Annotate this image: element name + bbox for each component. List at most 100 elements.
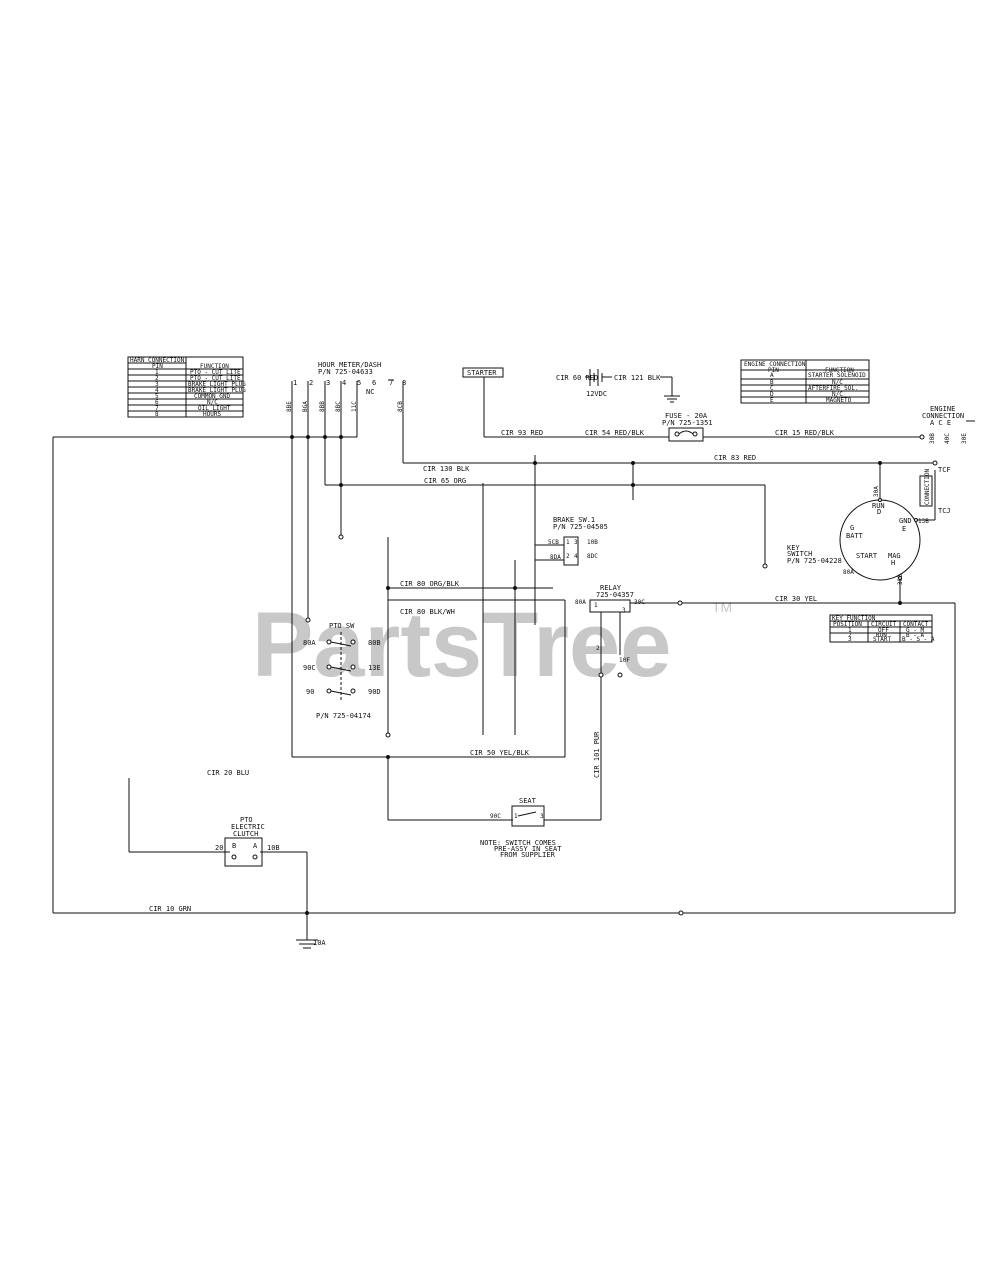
seat-pin: 90C xyxy=(490,813,501,820)
key-table-title: KEY FUNCTION xyxy=(832,615,876,622)
engine-function: N/C xyxy=(832,391,843,398)
engine-connection-table: ENGINE CONNECTION PIN FUNCTION A STARTER… xyxy=(740,359,870,404)
hour-meter-nc: NC xyxy=(366,388,374,396)
engine-function: AFTERFIRE SOL. xyxy=(808,385,859,392)
pto-clutch: PTO ELECTRIC CLUTCH 20 B A 10B xyxy=(215,816,280,867)
circuit-label: CIR 130 BLK xyxy=(423,465,470,473)
key-position: 3 xyxy=(848,636,852,643)
key-switch: KEY SWITCH P/N 725-04228 RUN D GND G BAT… xyxy=(787,486,929,585)
brake-pin: 4 xyxy=(574,553,578,560)
pto-pin: 90 xyxy=(306,688,314,696)
hour-meter-wire-label: 8BC xyxy=(335,401,342,412)
harness-pin: 7 xyxy=(155,405,159,412)
brake-switch: BRAKE SW.1 P/N 725-04505 5CB 1 3 10B 8DA… xyxy=(535,516,608,566)
circuit-label: CIR 30 YEL xyxy=(775,595,817,603)
key-switch-part-number: P/N 725-04228 xyxy=(787,557,842,565)
brake-pin: 2 xyxy=(566,553,570,560)
pto-clutch-label-3: CLUTCH xyxy=(233,830,258,838)
harness-function: N/C xyxy=(207,399,218,406)
harness-table-pin-header: PIN xyxy=(152,363,163,370)
note-line-2: PRE-ASSY IN SEAT xyxy=(494,845,562,853)
hour-meter-pin: 4 xyxy=(342,379,346,387)
key-table-circuit-header: CIRCUIT xyxy=(871,621,897,628)
key-circuit: OFF xyxy=(878,627,889,634)
relay-pin: 1 xyxy=(594,602,598,609)
pto-clutch-pin: B xyxy=(232,842,236,850)
hour-meter-pin: 5 xyxy=(357,379,361,387)
key-mag-label: MAG xyxy=(888,552,901,560)
harness-function: BRAKE LIGHT PLUG xyxy=(188,381,246,388)
key-g-label: G xyxy=(850,524,854,532)
key-batt-label: BATT xyxy=(846,532,864,540)
key-switch-label-2: SWITCH xyxy=(787,550,812,558)
brake-pin: 1 xyxy=(566,539,570,546)
brake-switch-label: BRAKE SW.1 xyxy=(553,516,595,524)
seat-switch: SEAT 90C 1 3 xyxy=(490,797,545,827)
key-contact: B - S - A xyxy=(902,636,935,643)
engine-pin-label: 30B xyxy=(929,433,936,444)
harness-pin: 3 xyxy=(155,381,159,388)
harness-function: PTO - CUT LITE xyxy=(190,369,241,376)
circuit-label: CIR 65 ORG xyxy=(424,477,466,485)
note: NOTE: SWITCH COMES PRE-ASSY IN SEAT FROM… xyxy=(480,839,562,859)
ground-label: 10A xyxy=(313,939,326,947)
engine-table-function-header: FUNCTION xyxy=(825,367,854,374)
engine-pin-label: 40C xyxy=(944,433,951,444)
ignition-tcj: TCJ xyxy=(938,507,951,515)
engine-function: STARTER SOLENOID xyxy=(808,372,866,379)
circuit-label: CIR 93 RED xyxy=(501,429,543,437)
battery-positive-circuit: CIR 60 RED xyxy=(556,374,598,382)
hour-meter-wire-label: 8CB xyxy=(397,401,404,412)
hour-meter-pin: 2 xyxy=(309,379,313,387)
hour-meter-part-number: P/N 725-04633 xyxy=(318,368,373,376)
harness-function: BRAKE LIGHT PLUG xyxy=(188,387,246,394)
hour-meter-wire-label: 8BB xyxy=(319,401,326,412)
engine-pin: A xyxy=(770,372,774,379)
key-contact: G - M xyxy=(906,627,924,634)
key-run-label: RUN xyxy=(872,502,885,510)
key-position: 2 xyxy=(848,632,852,639)
relay-pin: 80A xyxy=(575,599,586,606)
key-pin: 13B xyxy=(918,518,929,525)
hour-meter-wire-label: 11C xyxy=(351,401,358,412)
key-table-position-header: POSITION xyxy=(833,621,862,628)
ignition-connector: CONNECTION TCF TCJ xyxy=(919,466,951,515)
circuit-label: CIR 80 BLK/WH xyxy=(400,608,455,616)
ignition-tcf: TCF xyxy=(938,466,951,474)
harness-table-function-header: FUNCTION xyxy=(200,363,229,370)
circuit-label: CIR 10 GRN xyxy=(149,905,191,913)
watermark-tm: TM xyxy=(712,599,732,615)
engine-table-title: ENGINE CONNECTION xyxy=(744,361,806,368)
pto-pin: 80A xyxy=(303,639,316,647)
harness-pin: 5 xyxy=(155,393,159,400)
pto-clutch-label-1: PTO xyxy=(240,816,253,824)
key-pin: 30A xyxy=(873,486,880,497)
pto-clutch-label-2: ELECTRIC xyxy=(231,823,265,831)
hour-meter-pin: 6 xyxy=(372,379,376,387)
harness-pin: 1 xyxy=(155,369,159,376)
hour-meter: HOUR METER/DASH P/N 725-04633 1 2 3 4 5 … xyxy=(286,361,406,412)
key-start-label: START xyxy=(856,552,878,560)
key-h-label: H xyxy=(891,559,895,567)
engine-table-pin-header: PIN xyxy=(768,367,779,374)
circuit-label: CIR 101 PUR xyxy=(593,731,601,778)
key-contact: B - A xyxy=(906,632,924,639)
fuse-rating: FUSE - 20A xyxy=(665,412,708,420)
relay-pin: 2 xyxy=(596,645,600,652)
wiring xyxy=(52,377,956,949)
harness-pin: 8 xyxy=(155,411,159,418)
hour-meter-wire-label: BGA xyxy=(302,401,309,412)
key-position: 1 xyxy=(848,627,852,634)
engine-pin-label: 30E xyxy=(961,433,968,444)
battery-negative-circuit: CIR 121 BLK xyxy=(614,374,661,382)
relay-pin: 10F xyxy=(619,657,630,664)
pto-pin: 13E xyxy=(368,664,381,672)
relay-part-number: 725-04357 xyxy=(596,591,634,599)
pto-pin: 90D xyxy=(368,688,381,696)
circuit-label: CIR 50 YEL/BLK xyxy=(470,749,530,757)
circuit-label: CIR 83 RED xyxy=(714,454,756,462)
circuit-label: CIR 20 BLU xyxy=(207,769,249,777)
harness-pin: 2 xyxy=(155,375,159,382)
key-d-label: D xyxy=(877,508,881,516)
pto-pin: 80B xyxy=(368,639,381,647)
